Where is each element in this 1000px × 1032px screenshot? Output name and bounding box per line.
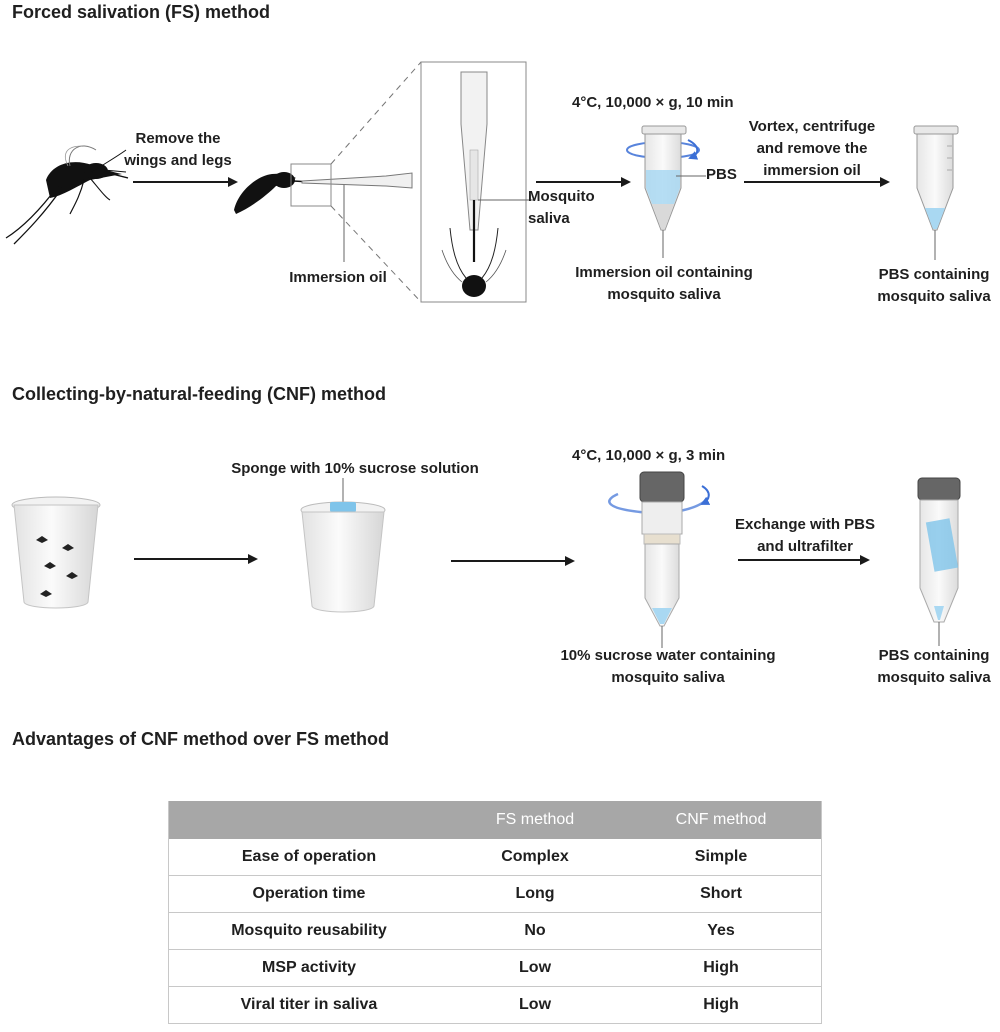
- table-cell: MSP activity: [168, 949, 449, 987]
- zoom-inset: [420, 61, 527, 303]
- table-row: Viral titer in saliva Low High: [168, 986, 822, 1024]
- cup-with-sponge-icon: [300, 478, 386, 613]
- table-cell: Long: [449, 875, 622, 913]
- table-header-cell: [168, 801, 449, 839]
- table-row: Mosquito reusability No Yes: [168, 912, 822, 950]
- pbs-label: PBS: [706, 166, 737, 183]
- cup-with-mosquitoes-icon: [11, 496, 101, 609]
- table-cell: Simple: [621, 839, 822, 876]
- zoom-box: [290, 163, 332, 207]
- advantages-table: FS method CNF method Ease of operation C…: [168, 801, 822, 1024]
- pipette-tip-icon: [301, 172, 413, 189]
- table-cell: Complex: [449, 839, 622, 876]
- fs-section-title: Forced salivation (FS) method: [12, 2, 271, 22]
- mosquito-body-icon: [234, 172, 313, 214]
- fs-centrifuge-label: 4°C, 10,000 × g, 10 min: [572, 94, 734, 111]
- centrifuge-tube-pbs-icon: [913, 125, 959, 231]
- falcon-tube-ultrafilter-icon: [917, 477, 961, 623]
- table-header-cell: CNF method: [621, 801, 822, 839]
- table-row: Ease of operation Complex Simple: [168, 839, 822, 876]
- centrifuge-tube-oil-icon: [626, 125, 700, 231]
- cnf-section-title: Collecting-by-natural-feeding (CNF) meth…: [12, 384, 386, 404]
- table-cell: Ease of operation: [168, 839, 449, 876]
- advantages-section-title: Advantages of CNF method over FS method: [12, 729, 390, 749]
- table-header-row: FS method CNF method: [168, 801, 822, 839]
- cnf-centrifuge-label: 4°C, 10,000 × g, 3 min: [572, 447, 726, 464]
- table-row: MSP activity Low High: [168, 949, 822, 987]
- table-cell: Low: [449, 949, 622, 987]
- mosquito-full-icon: [5, 145, 129, 245]
- table-cell: No: [449, 912, 622, 950]
- table-cell: High: [621, 986, 822, 1024]
- table-row: Operation time Long Short: [168, 875, 822, 913]
- falcon-tube-sucrose-icon: [608, 471, 711, 627]
- immersion-oil-label: Immersion oil: [289, 269, 387, 286]
- table-cell: Yes: [621, 912, 822, 950]
- table-cell: Low: [449, 986, 622, 1024]
- table-cell: High: [621, 949, 822, 987]
- table-cell: Short: [621, 875, 822, 913]
- table-cell: Mosquito reusability: [168, 912, 449, 950]
- table-cell: Operation time: [168, 875, 449, 913]
- sponge-label: Sponge with 10% sucrose solution: [231, 460, 479, 477]
- table-cell: Viral titer in saliva: [168, 986, 449, 1024]
- table-header-cell: FS method: [449, 801, 622, 839]
